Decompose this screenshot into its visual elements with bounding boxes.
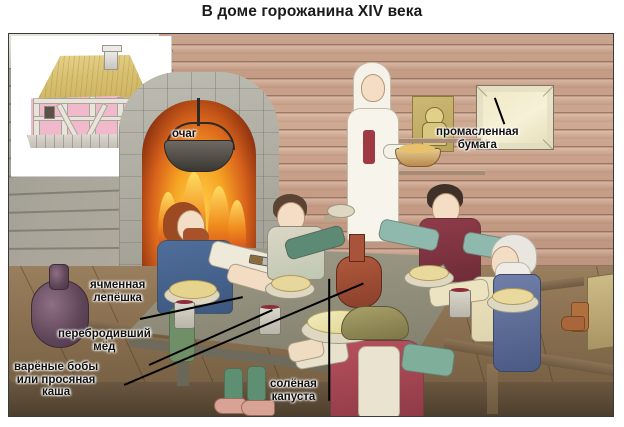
log-seam [9, 61, 613, 63]
jug-on-table [336, 256, 382, 308]
flame [208, 186, 230, 256]
log-highlight [9, 62, 613, 71]
floor-foreground-shadow [9, 382, 613, 416]
log-seam [9, 78, 613, 80]
window-bevel-line [542, 86, 554, 97]
log-highlight [9, 147, 613, 156]
food-center [271, 275, 311, 292]
leader-line-cabbage [328, 278, 330, 401]
label-mead: перебродивший мёд [58, 328, 151, 353]
log-seam [9, 163, 613, 165]
bench-front-leg [487, 364, 498, 414]
barley-flatbread [169, 280, 217, 299]
log-highlight [9, 113, 613, 122]
wall-shelf-lower [367, 170, 485, 175]
label-beans: варёные бобы или просяная каша [14, 361, 99, 398]
log-seam [9, 95, 613, 97]
jug-on-table-neck [349, 234, 365, 262]
boot [561, 316, 585, 331]
log-seam [9, 112, 613, 114]
cauldron-rod [197, 98, 200, 126]
house-timber-beam [33, 116, 141, 121]
flame [228, 200, 246, 254]
log-highlight [9, 79, 613, 88]
jug-neck [49, 264, 69, 290]
small-plate [327, 204, 355, 218]
food-far-right [492, 288, 534, 305]
log-seam [9, 44, 613, 46]
log-highlight [9, 96, 613, 105]
house-window [44, 106, 55, 119]
scene-medieval-townhouse-interior [9, 34, 613, 416]
food-right [409, 265, 449, 281]
log-seam [9, 214, 613, 216]
log-highlight [9, 198, 613, 207]
wall-shelf-upper [369, 138, 481, 143]
back-man-apron [358, 346, 400, 416]
log-seam [9, 180, 613, 182]
page-title: В доме горожанина XIV века [201, 3, 423, 20]
woman-head [361, 74, 385, 102]
log-highlight [9, 130, 613, 139]
woman-red-belt [363, 130, 375, 164]
house-timber-beam [33, 98, 141, 104]
log-seam [9, 146, 613, 148]
log-highlight [9, 164, 613, 173]
figure-old-man-white-beard [418, 234, 597, 379]
house-stone-foundation [27, 134, 145, 148]
loaf-on-table [341, 306, 409, 340]
log-highlight [9, 215, 613, 224]
label-paper: промасленная бумага [436, 126, 519, 151]
bowl-food-contents [399, 144, 435, 153]
label-cabbage: солёная капуста [270, 378, 317, 403]
mug-of-mead [449, 288, 471, 318]
illustration-frame [8, 33, 614, 417]
window-bevel-line [476, 86, 488, 97]
house-chimney [102, 45, 122, 70]
window-with-oiled-paper [476, 85, 554, 150]
log-highlight [9, 181, 613, 190]
dark-clay-jug [31, 280, 89, 348]
window-bevel-line [542, 139, 554, 150]
shoe [241, 400, 275, 416]
green-hose-leg [247, 366, 266, 402]
log-highlight [9, 45, 613, 54]
log-seam [9, 197, 613, 199]
label-flatbread: ячменная лепёшка [90, 279, 146, 304]
label-ochag: очаг [172, 128, 197, 140]
log-seam [9, 129, 613, 131]
